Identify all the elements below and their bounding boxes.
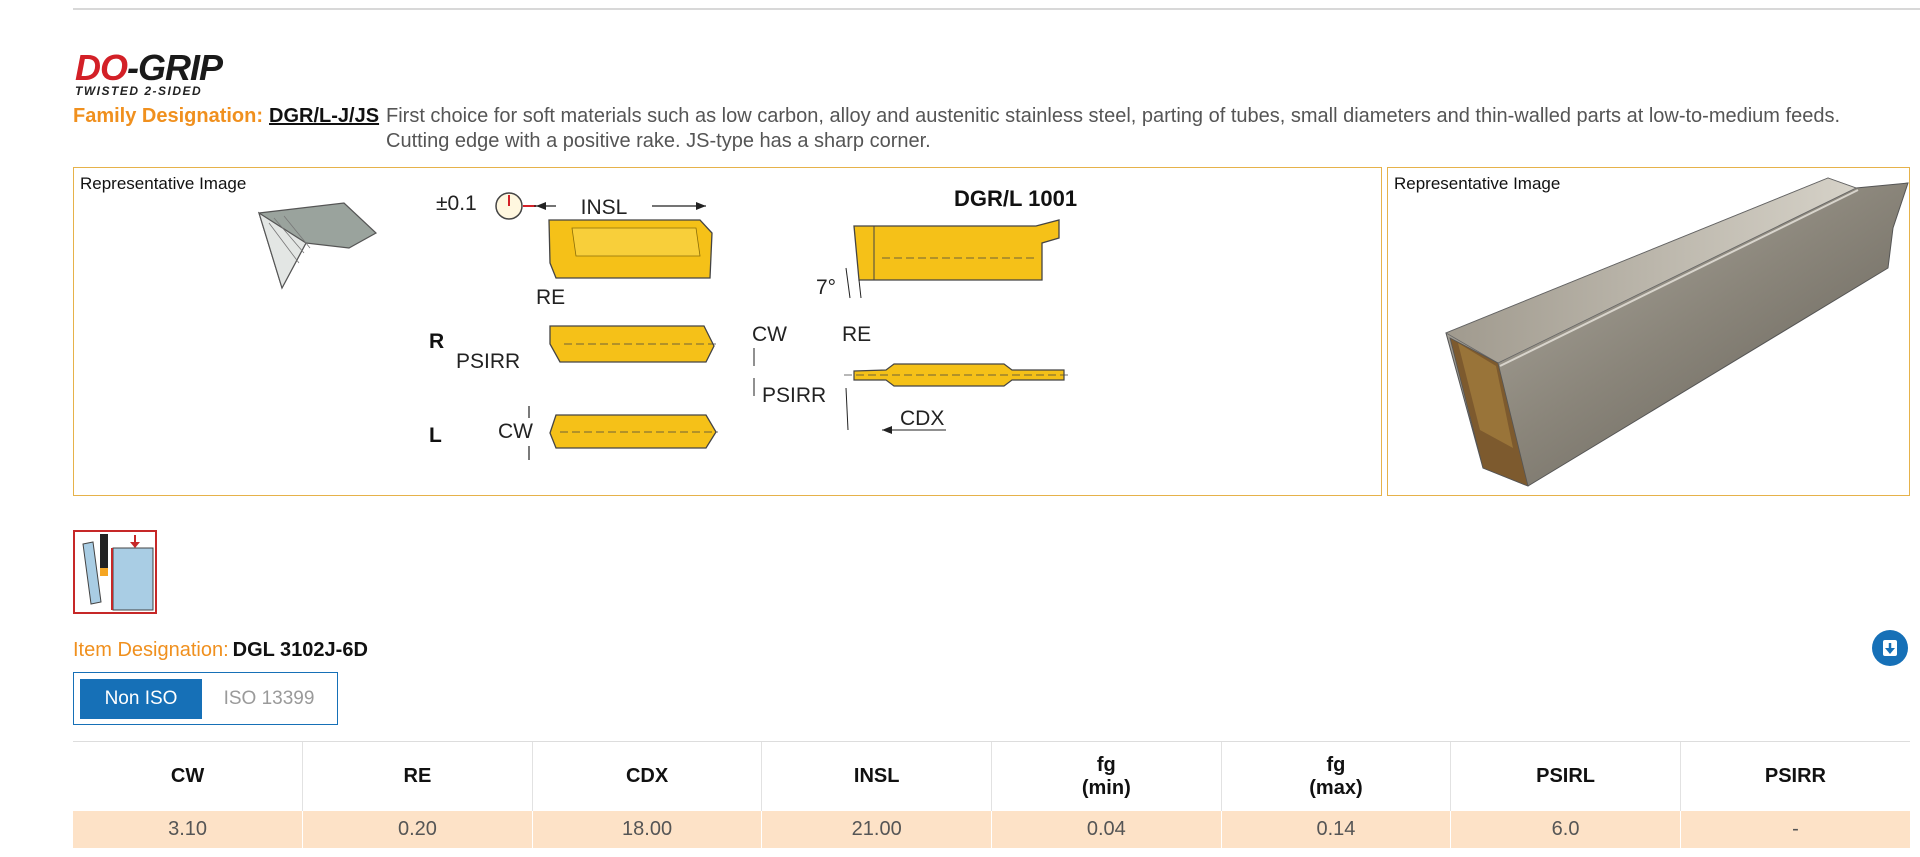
header-cw: CW bbox=[73, 741, 303, 811]
re-label-2: RE bbox=[842, 323, 871, 346]
cell-psirr: - bbox=[1679, 811, 1910, 848]
cell-insl: 21.00 bbox=[761, 811, 992, 848]
representative-image-panel: Representative Image bbox=[1387, 167, 1910, 496]
table-header-row: CW RE CDX INSL fg(min) fg(max) PSIRL PSI… bbox=[73, 741, 1910, 811]
cell-psirl: 6.0 bbox=[1450, 811, 1681, 848]
header-fg-min-sub: (min) bbox=[1081, 776, 1131, 799]
header-cdx-label: CDX bbox=[625, 765, 669, 787]
cell-cdx: 18.00 bbox=[531, 811, 762, 848]
header-re: RE bbox=[302, 741, 533, 811]
technical-drawing: ±0.1 INSL RE R PSIRR L CW DGR/L 1001 bbox=[257, 186, 1077, 460]
header-insl: INSL bbox=[761, 741, 992, 811]
header-psirl-label: PSIRL bbox=[1536, 765, 1596, 787]
download-circle-icon bbox=[1883, 640, 1897, 656]
insert-render-image bbox=[1445, 177, 1909, 487]
brand-logo-text: DO-GRIP bbox=[75, 47, 223, 88]
family-code-link[interactable]: DGR/L-J/JS bbox=[269, 105, 380, 127]
r-label: R bbox=[429, 330, 444, 353]
header-cw-label: CW bbox=[170, 765, 205, 787]
family-label: Family Designation: bbox=[73, 105, 264, 127]
technical-drawing-panel: Representative Image ±0.1 INSL RE R PSIR… bbox=[73, 167, 1382, 496]
iso-13399-button[interactable]: ISO 13399 bbox=[206, 679, 332, 719]
family-description: First choice for soft materials such as … bbox=[386, 105, 1840, 152]
header-insl-label: INSL bbox=[853, 765, 900, 787]
header-fg-max-label: fg bbox=[1326, 753, 1346, 776]
cdx-label: CDX bbox=[900, 407, 944, 430]
tolerance-text: ±0.1 bbox=[436, 192, 477, 215]
top-divider bbox=[73, 8, 1920, 10]
cell-fg-min: 0.04 bbox=[991, 811, 1222, 848]
standard-toggle: Non ISO ISO 13399 bbox=[73, 672, 338, 725]
header-fg-max-sub: (max) bbox=[1309, 776, 1363, 799]
l-label: L bbox=[429, 424, 442, 447]
panel-label-right: Representative Image bbox=[1394, 174, 1561, 193]
cell-fg-max: 0.14 bbox=[1220, 811, 1451, 848]
family-designation: Family Designation:DGR/L-J/JS First choi… bbox=[73, 104, 1903, 152]
non-iso-button[interactable]: Non ISO bbox=[80, 679, 202, 719]
psirr-label: PSIRR bbox=[762, 384, 826, 407]
insert-sketch-icon bbox=[257, 202, 378, 290]
header-fg-min-label: fg bbox=[1096, 753, 1116, 776]
brand-logo-do: DO bbox=[75, 47, 128, 88]
angle-label: 7° bbox=[816, 276, 836, 299]
cw-label-l: CW bbox=[498, 420, 533, 443]
download-button[interactable] bbox=[1872, 630, 1908, 666]
header-re-label: RE bbox=[403, 765, 432, 787]
item-label: Item Designation: bbox=[73, 639, 229, 661]
cell-re: 0.20 bbox=[302, 811, 533, 848]
cw-label: CW bbox=[752, 323, 787, 346]
application-diagram bbox=[82, 534, 154, 611]
item-value: DGL 3102J-6D bbox=[232, 639, 368, 661]
header-fg-min: fg(min) bbox=[991, 741, 1222, 811]
brand-logo: DO-GRIP TWISTED 2-SIDED bbox=[75, 47, 223, 99]
header-psirr-label: PSIRR bbox=[1764, 765, 1826, 787]
item-designation: Item Designation:DGL 3102J-6D bbox=[73, 639, 368, 662]
header-fg-max: fg(max) bbox=[1220, 741, 1451, 811]
brand-tagline: TWISTED 2-SIDED bbox=[75, 84, 203, 98]
header-psirl: PSIRL bbox=[1450, 741, 1681, 811]
header-cdx: CDX bbox=[531, 741, 762, 811]
insl-label: INSL bbox=[581, 196, 628, 219]
re-label: RE bbox=[536, 286, 565, 309]
psirr-label-r: PSIRR bbox=[456, 350, 520, 373]
cell-cw: 3.10 bbox=[73, 811, 303, 848]
panel-label-left: Representative Image bbox=[80, 174, 247, 193]
dial-gauge-icon bbox=[495, 192, 536, 220]
brand-logo-grip: -GRIP bbox=[127, 47, 223, 88]
parting-application-icon[interactable] bbox=[73, 530, 157, 614]
spec-table: CW RE CDX INSL fg(min) fg(max) PSIRL PSI… bbox=[73, 741, 1910, 848]
drawing-title: DGR/L 1001 bbox=[954, 186, 1077, 211]
table-row: 3.10 0.20 18.00 21.00 0.04 0.14 6.0 - bbox=[73, 811, 1910, 848]
header-psirr: PSIRR bbox=[1679, 741, 1910, 811]
